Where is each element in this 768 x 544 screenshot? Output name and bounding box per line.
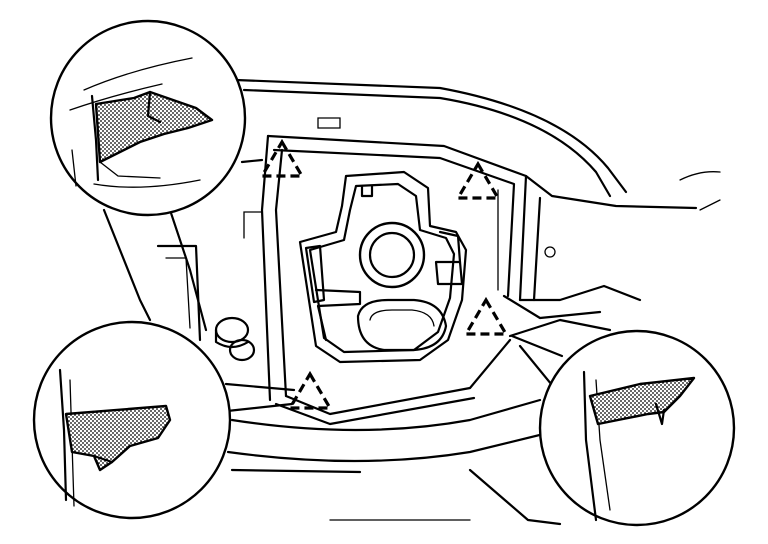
- clip-markers: [259, 138, 509, 410]
- clip-marker-lower-right: [463, 296, 509, 336]
- clip-marker-upper-right: [455, 160, 501, 200]
- mounting-stud: [214, 316, 256, 362]
- filler-housing: [298, 170, 468, 364]
- fuel-door-opening: [243, 134, 528, 426]
- clip-detail-top-left: [49, 19, 247, 217]
- clip-marker-lower-left: [287, 370, 333, 410]
- clip-detail-bottom-right: [538, 329, 736, 527]
- hinge-area: [502, 171, 721, 338]
- clip-detail-bottom-left: [32, 320, 232, 520]
- leader-lines: [216, 158, 564, 414]
- clip-marker-upper-left: [259, 138, 305, 178]
